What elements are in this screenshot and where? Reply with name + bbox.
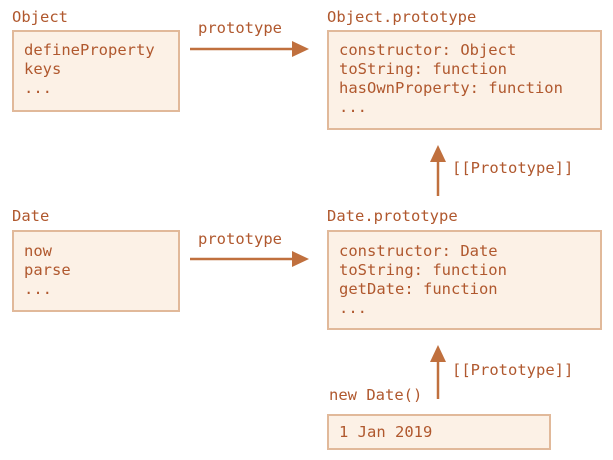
arrow-date-to-prototype — [190, 251, 309, 267]
date-prototype-label: Date.prototype — [327, 207, 458, 225]
date-prototype-line: ... — [339, 299, 367, 317]
object-line: ... — [24, 79, 52, 97]
object-line: defineProperty — [24, 41, 155, 59]
proto-edge-label-upper: [[Prototype]] — [452, 159, 574, 177]
date-prototype-box: constructor: Date toString: function get… — [327, 230, 602, 330]
date-prototype-line: getDate: function — [339, 280, 498, 298]
date-instance-box: 1 Jan 2019 — [327, 414, 551, 450]
object-prototype-line: constructor: Object — [339, 41, 517, 59]
date-prototype-line: toString: function — [339, 261, 507, 279]
object-prototype-line: toString: function — [339, 60, 507, 78]
arrow-date-prototype-to-object-prototype — [430, 145, 446, 196]
date-label: Date — [12, 207, 50, 225]
object-box: defineProperty keys ... — [12, 30, 180, 112]
object-prototype-label: Object.prototype — [327, 8, 477, 26]
arrow-instance-to-date-prototype — [430, 345, 446, 399]
prototype-edge-label-top: prototype — [198, 19, 282, 37]
object-line: keys — [24, 60, 62, 78]
date-line: parse — [24, 261, 71, 279]
new-date-label: new Date() — [329, 386, 423, 404]
prototype-edge-label-bottom: prototype — [198, 230, 282, 248]
object-prototype-line: hasOwnProperty: function — [339, 79, 563, 97]
date-box: now parse ... — [12, 230, 180, 312]
object-prototype-box: constructor: Object toString: function h… — [327, 30, 602, 130]
date-prototype-line: constructor: Date — [339, 242, 498, 260]
object-prototype-line: ... — [339, 98, 367, 116]
date-instance-value: 1 Jan 2019 — [339, 423, 433, 441]
object-label: Object — [12, 8, 68, 26]
proto-edge-label-lower: [[Prototype]] — [452, 361, 574, 379]
date-line: ... — [24, 280, 52, 298]
arrow-object-to-prototype — [190, 41, 309, 57]
date-line: now — [24, 242, 52, 260]
